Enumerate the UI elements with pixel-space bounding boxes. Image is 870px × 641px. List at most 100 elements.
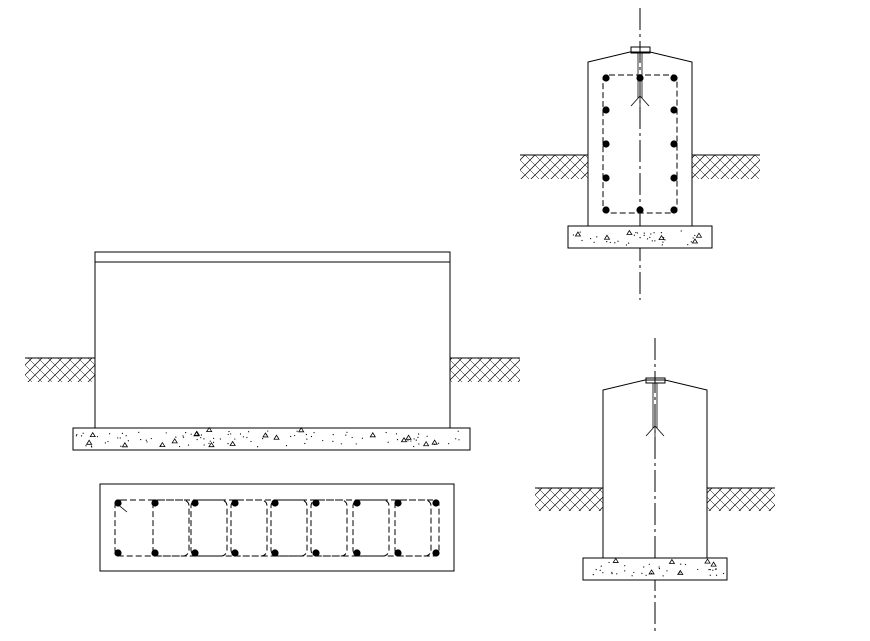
- aggregate-speck: [285, 445, 288, 447]
- aggregate-mark: [626, 229, 633, 235]
- plan-tie: [310, 499, 348, 557]
- aggregate-speck: [395, 433, 398, 435]
- aggregate-speck: [127, 440, 129, 442]
- aggregate-speck: [448, 443, 450, 445]
- aggregate-speck: [633, 571, 635, 574]
- rebar-dot: [151, 549, 159, 557]
- soil-hatch-left: [25, 357, 95, 382]
- aggregate-speck: [687, 244, 689, 246]
- aggregate-speck: [639, 237, 641, 239]
- aggregate-speck: [611, 571, 613, 574]
- plan-hook: [115, 502, 128, 513]
- aggregate-mark: [205, 426, 213, 432]
- aggregate-speck: [572, 234, 574, 236]
- aggregate-speck: [666, 570, 668, 572]
- section-1-soil-left: [520, 154, 588, 179]
- aggregate-speck: [305, 433, 307, 436]
- aggregate-speck: [125, 435, 127, 437]
- aggregate-speck: [680, 563, 682, 565]
- aggregate-speck: [322, 439, 324, 442]
- aggregate-speck: [635, 231, 637, 234]
- aggregate-speck: [262, 438, 264, 440]
- aggregate-speck: [600, 565, 602, 567]
- rebar-dot: [670, 106, 678, 114]
- aggregate-speck: [107, 440, 109, 443]
- aggregate-speck: [692, 237, 694, 239]
- aggregate-speck: [85, 445, 87, 447]
- aggregate-speck: [75, 435, 77, 437]
- rebar-dot: [231, 499, 239, 507]
- aggregate-speck: [96, 436, 99, 438]
- aggregate-mark: [121, 442, 129, 448]
- aggregate-mark: [431, 439, 438, 445]
- aggregate-speck: [709, 569, 711, 571]
- rebar-dot: [432, 499, 440, 507]
- aggregate-mark: [297, 427, 305, 433]
- aggregate-speck: [306, 438, 308, 440]
- aggregate-speck: [242, 436, 244, 438]
- aggregate-speck: [82, 432, 84, 434]
- aggregate-speck: [313, 432, 315, 434]
- rebar-dot: [602, 106, 610, 114]
- rebar-dot: [670, 174, 678, 182]
- aggregate-speck: [624, 565, 626, 567]
- aggregate-speck: [234, 438, 236, 440]
- aggregate-speck: [636, 232, 638, 234]
- aggregate-speck: [624, 570, 626, 572]
- aggregate-speck: [418, 433, 420, 435]
- aggregate-speck: [185, 432, 187, 434]
- aggregate-speck: [664, 239, 666, 241]
- aggregate-speck: [213, 437, 215, 439]
- aggregate-speck: [709, 574, 711, 576]
- rebar-dot: [114, 549, 122, 557]
- rebar-dot: [670, 140, 678, 148]
- aggregate-speck: [310, 435, 313, 438]
- aggregate-speck: [119, 437, 121, 439]
- rebar-dot: [353, 549, 361, 557]
- aggregate-speck: [658, 567, 660, 570]
- aggregate-speck: [410, 440, 412, 442]
- aggregate-mark: [85, 439, 93, 445]
- aggregate-speck: [294, 434, 296, 437]
- aggregate-mark: [695, 232, 703, 238]
- aggregate-speck: [120, 445, 122, 447]
- aggregate-speck: [209, 440, 211, 442]
- plan-tie: [270, 499, 308, 557]
- aggregate-mark: [574, 231, 582, 237]
- rebar-dot: [670, 74, 678, 82]
- aggregate-speck: [715, 574, 718, 576]
- aggregate-speck: [140, 438, 142, 441]
- aggregate-speck: [697, 568, 699, 571]
- aggregate-speck: [417, 436, 419, 438]
- section-2-soil-left: [535, 487, 603, 511]
- aggregate-speck: [712, 569, 714, 571]
- aggregate-speck: [606, 241, 608, 243]
- aggregate-speck: [616, 573, 618, 575]
- aggregate-speck: [714, 568, 717, 570]
- aggregate-speck: [641, 572, 643, 574]
- rebar-dot: [602, 74, 610, 82]
- rebar-dot: [271, 499, 279, 507]
- plan-ties: [152, 499, 432, 557]
- aggregate-mark: [208, 441, 215, 448]
- aggregate-speck: [361, 437, 363, 439]
- aggregate-speck: [91, 446, 93, 448]
- aggregate-speck: [662, 575, 664, 577]
- aggregate-speck: [694, 234, 696, 237]
- aggregate-speck: [228, 430, 230, 433]
- aggregate-speck: [438, 442, 440, 444]
- rebar-dot: [636, 74, 644, 82]
- aggregate-mark: [400, 436, 408, 443]
- aggregate-speck: [385, 431, 387, 434]
- aggregate-speck: [658, 566, 660, 568]
- aggregate-speck: [117, 437, 119, 439]
- aggregate-speck: [212, 441, 215, 443]
- aggregate-speck: [355, 443, 357, 445]
- aggregate-mark: [229, 440, 236, 446]
- aggregate-speck: [121, 432, 123, 435]
- aggregate-mark: [704, 558, 711, 564]
- section-rebar-view: [520, 8, 760, 300]
- aggregate-speck: [649, 236, 651, 238]
- aggregate-speck: [346, 431, 348, 433]
